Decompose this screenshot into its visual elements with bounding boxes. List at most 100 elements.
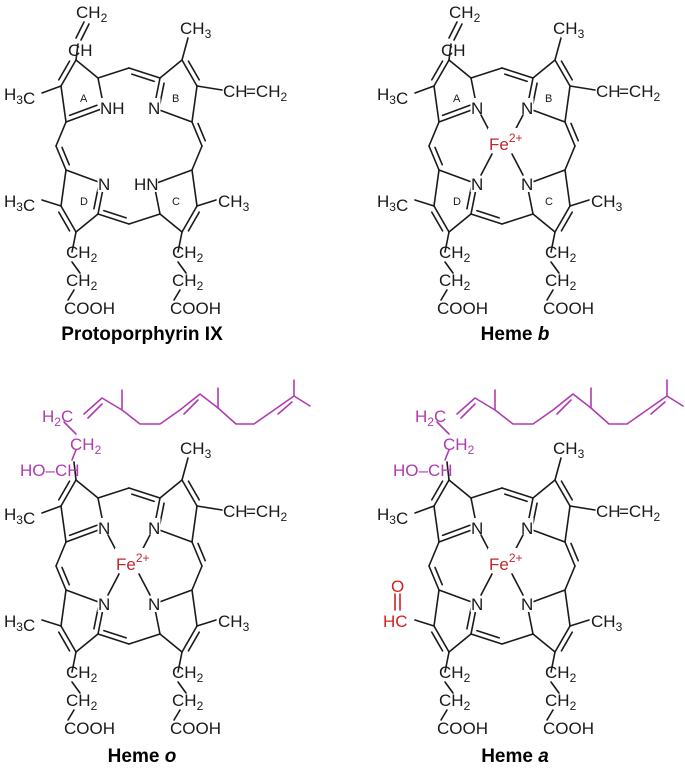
propionate-bond xyxy=(71,681,81,694)
ring-d-bond xyxy=(75,213,99,233)
meso-bond xyxy=(501,633,534,645)
iron-mask xyxy=(115,548,149,572)
substituent-bond xyxy=(41,85,62,94)
substituent-bond xyxy=(196,619,217,627)
substituent-bond xyxy=(41,199,62,207)
meso-double xyxy=(103,629,127,639)
substituent-bond xyxy=(196,505,223,511)
n-label-mask xyxy=(97,518,111,536)
ring-b-double xyxy=(560,60,574,81)
n-label-mask xyxy=(147,594,161,612)
isoprenoid-double xyxy=(460,403,476,419)
hydroxy-ch-label: HO–CH xyxy=(393,461,453,480)
ring-c-double xyxy=(187,631,201,652)
meso-bond xyxy=(501,213,534,225)
ring-b-bond xyxy=(191,85,198,123)
title-heme-a: Heme a xyxy=(481,746,549,767)
substituent-bond xyxy=(448,43,452,61)
ring-b-bond xyxy=(191,505,198,543)
side-chain-ch2-label: CH2 xyxy=(70,435,102,457)
side-chain-ch2-label: CH2 xyxy=(443,435,475,457)
isoprenoid-double xyxy=(183,399,199,415)
side-chain-bond xyxy=(436,421,450,435)
isoprenoid-double xyxy=(277,401,293,415)
ch2-label: CH2 xyxy=(66,243,98,265)
n-label-mask xyxy=(470,518,484,536)
methyl-label: CH3 xyxy=(218,192,250,214)
ring-label-a: A xyxy=(453,93,461,105)
meso-double xyxy=(61,146,71,166)
ch2-label: CH2 xyxy=(545,271,577,293)
meso-double xyxy=(131,73,155,83)
meso-double xyxy=(197,542,207,562)
methyl-label: H3C xyxy=(377,85,408,108)
n-label-mask xyxy=(520,174,534,192)
ring-label-c: C xyxy=(545,196,553,208)
n-label-mask xyxy=(97,174,111,192)
propionate-bond xyxy=(440,289,448,301)
methyl-label: CH3 xyxy=(180,439,212,461)
ring-a-double-n xyxy=(68,524,98,537)
vinyl-ch-label: CH xyxy=(68,41,93,60)
meso-double xyxy=(504,493,528,503)
substituent-bond xyxy=(196,199,217,207)
ring-c-bond xyxy=(554,205,571,233)
ring-d-bond xyxy=(60,625,77,653)
ring-a-bond xyxy=(433,59,450,87)
hydroxy-ch-label: HO–CH xyxy=(20,461,80,480)
coordination-bond xyxy=(480,153,493,176)
vinyl-label: =CH2 xyxy=(246,82,287,104)
nitrogen-label: N xyxy=(98,519,110,538)
meso-double xyxy=(434,146,444,166)
propionate-bond xyxy=(550,261,560,274)
n-label-mask xyxy=(520,594,534,612)
carboxyl-label: COOH xyxy=(437,299,488,318)
substituent-bond xyxy=(181,457,189,481)
iron-center: Fe2+ xyxy=(116,551,150,574)
ch2-label: CH2 xyxy=(545,691,577,713)
meso-bond xyxy=(97,487,130,499)
ring-d-bond xyxy=(60,205,77,233)
methyl-label: CH3 xyxy=(591,612,623,634)
n-label-mask xyxy=(520,518,534,536)
propionate-bond xyxy=(550,231,556,253)
vinyl-bond xyxy=(448,21,458,39)
meso-double xyxy=(570,542,580,562)
ring-d-double xyxy=(430,631,444,652)
meso-double xyxy=(504,73,528,83)
substituent-bond xyxy=(446,461,450,481)
ring-b-bond xyxy=(181,479,198,507)
propionate-bond xyxy=(550,651,556,673)
coordination-bond xyxy=(138,573,151,596)
meso-bond xyxy=(55,145,67,171)
vinyl-label: =CH2 xyxy=(246,502,287,524)
ring-a-double xyxy=(430,480,444,501)
isoprenoid-double xyxy=(650,401,666,415)
panel-heme-a: NNNNFe2+H3CCH3CH=CH2H3CCH3CH2CH2COOHCH2C… xyxy=(375,379,684,738)
substituent-bond xyxy=(569,505,596,511)
ring-label-b: B xyxy=(172,93,179,105)
substituent-bond xyxy=(569,619,590,627)
carboxyl-label: COOH xyxy=(170,299,221,318)
carboxyl-label: COOH xyxy=(170,719,221,738)
carboxyl-label: COOH xyxy=(543,719,594,738)
formyl-hc-label: HC xyxy=(383,612,408,631)
ch2-label: CH2 xyxy=(545,243,577,265)
ring-d-bond xyxy=(60,589,67,627)
ch2-label: CH2 xyxy=(66,691,98,713)
ch2-label: CH2 xyxy=(439,243,471,265)
ring-d-bond xyxy=(433,589,440,627)
nitrogen-label: N xyxy=(148,99,160,118)
title-protoporphyrin-ix: Protoporphyrin IX xyxy=(61,324,223,345)
side-chain-h2c-label: H2C xyxy=(42,407,73,429)
ring-b-bond xyxy=(564,85,571,123)
meso-double xyxy=(570,122,580,142)
propionate-bond xyxy=(444,231,450,253)
ch2-label: CH2 xyxy=(172,271,204,293)
substituent-bond xyxy=(41,619,62,627)
ring-a-bond xyxy=(433,85,440,123)
meso-bond xyxy=(97,67,130,79)
meso-double xyxy=(476,629,500,639)
propionate-bond xyxy=(440,709,448,721)
